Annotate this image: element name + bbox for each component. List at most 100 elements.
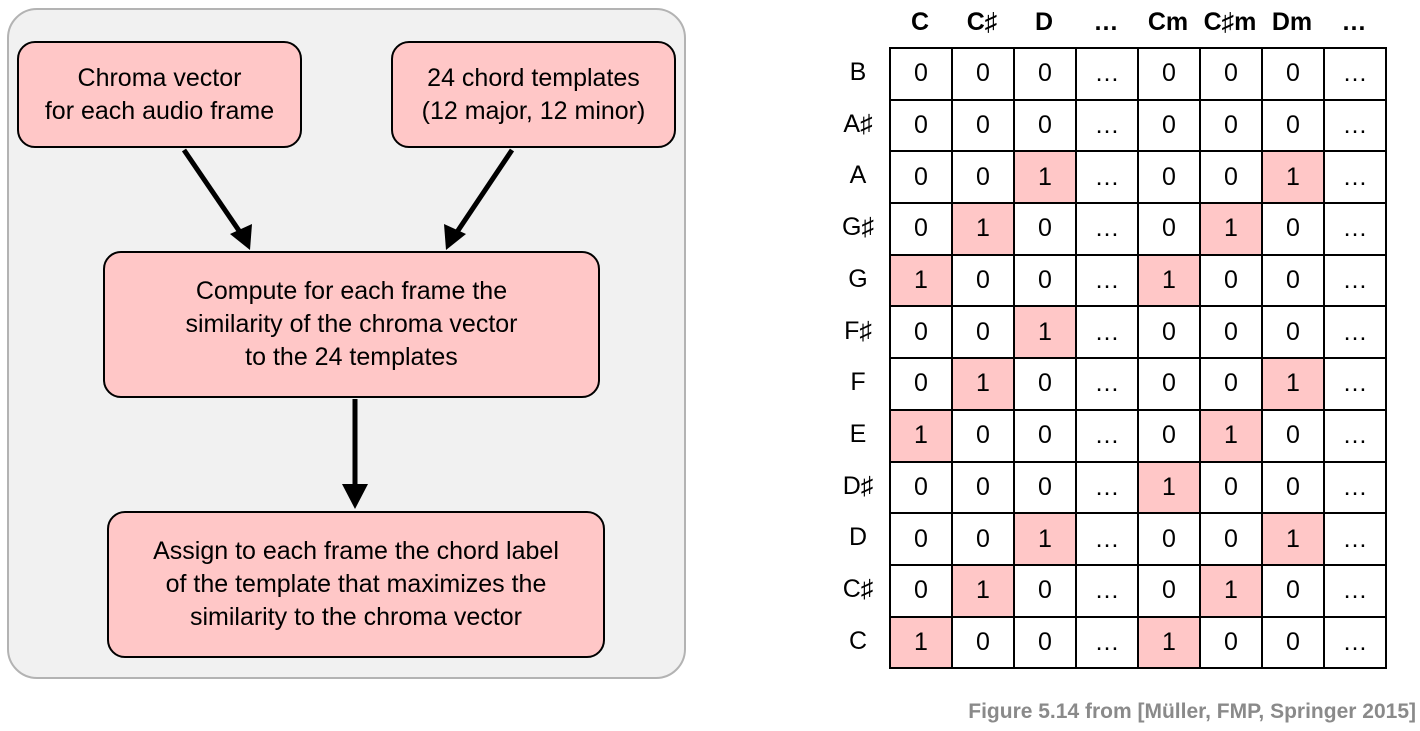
- table-cell: 0: [1013, 408, 1077, 463]
- compute-similarity-box: Compute for each frame the similarity of…: [103, 251, 600, 398]
- table-cell: 0: [1137, 202, 1201, 256]
- table-cell: 0: [889, 98, 953, 153]
- table-cell: 0: [1261, 98, 1325, 153]
- table-cell: 0: [889, 460, 953, 515]
- row-header: F: [850, 368, 866, 397]
- table-cell: …: [1075, 615, 1139, 670]
- table-cell: 0: [1261, 305, 1325, 360]
- column-header: C♯: [966, 8, 998, 36]
- arrow-head-2: [444, 224, 466, 250]
- arrow-head-3: [342, 484, 368, 509]
- table-cell: 0: [1199, 47, 1263, 101]
- table-cell: …: [1323, 98, 1387, 153]
- table-cell: 0: [1013, 563, 1077, 618]
- row-header: A: [849, 161, 867, 190]
- table-cell: 0: [889, 563, 953, 618]
- table-cell: 0: [1199, 615, 1263, 670]
- table-cell: …: [1323, 357, 1387, 411]
- table-cell: 1: [1261, 357, 1325, 411]
- table-cell: 0: [1261, 460, 1325, 515]
- table-cell: 0: [1261, 563, 1325, 618]
- row-header: D: [848, 523, 868, 552]
- table-cell: 1: [1137, 460, 1201, 515]
- table-cell: 0: [951, 512, 1015, 566]
- table-cell: …: [1323, 253, 1387, 308]
- table-cell: 0: [951, 460, 1015, 515]
- table-cell: …: [1075, 305, 1139, 360]
- table-cell: 0: [1137, 563, 1201, 618]
- table-cell: 0: [1199, 305, 1263, 360]
- row-header: B: [849, 58, 867, 86]
- arrow-templates-to-compute: [450, 148, 515, 240]
- arrow-chroma-to-compute: [181, 148, 247, 240]
- table-cell: 0: [1261, 253, 1325, 308]
- table-cell: 0: [951, 305, 1015, 360]
- table-cell: …: [1075, 150, 1139, 205]
- assign-label-box: Assign to each frame the chord label of …: [107, 511, 605, 658]
- column-header: Dm: [1271, 8, 1313, 36]
- table-cell: 0: [1013, 202, 1077, 256]
- figure-caption: Figure 5.14 from [Müller, FMP, Springer …: [968, 700, 1416, 723]
- table-cell: 1: [951, 202, 1015, 256]
- column-header: …: [1093, 8, 1119, 36]
- table-cell: …: [1075, 98, 1139, 153]
- table-cell: 0: [889, 202, 953, 256]
- table-cell: 0: [1013, 357, 1077, 411]
- column-header: D: [1034, 8, 1054, 36]
- table-cell: 0: [1137, 98, 1201, 153]
- table-cell: 0: [951, 98, 1015, 153]
- table-cell: 1: [889, 253, 953, 308]
- table-cell: 0: [1137, 305, 1201, 360]
- table-cell: 0: [1261, 47, 1325, 101]
- table-cell: 0: [1013, 615, 1077, 670]
- table-cell: 1: [1199, 408, 1263, 463]
- table-cell: 0: [951, 408, 1015, 463]
- table-cell: 0: [1137, 512, 1201, 566]
- table-cell: …: [1075, 512, 1139, 566]
- table-cell: 0: [1261, 408, 1325, 463]
- table-cell: 0: [1199, 150, 1263, 205]
- table-cell: 0: [1013, 47, 1077, 101]
- table-cell: 0: [1199, 98, 1263, 153]
- table-cell: 1: [1013, 305, 1077, 360]
- table-cell: 1: [889, 408, 953, 463]
- table-cell: …: [1075, 202, 1139, 256]
- table-cell: 0: [1137, 47, 1201, 101]
- row-header: C: [848, 626, 868, 655]
- table-cell: …: [1075, 563, 1139, 618]
- table-cell: 0: [951, 150, 1015, 205]
- table-cell: …: [1323, 408, 1387, 463]
- table-cell: 0: [951, 47, 1015, 101]
- table-cell: …: [1323, 150, 1387, 205]
- table-cell: 1: [951, 357, 1015, 411]
- column-header: C: [910, 8, 930, 36]
- row-header: G: [848, 264, 868, 293]
- table-cell: …: [1323, 47, 1387, 101]
- table-cell: …: [1075, 253, 1139, 308]
- table-cell: 0: [1261, 202, 1325, 256]
- table-cell: 1: [1199, 202, 1263, 256]
- table-cell: 0: [889, 357, 953, 411]
- table-cell: 1: [1137, 615, 1201, 670]
- row-header: D♯: [842, 471, 874, 500]
- table-cell: 0: [1013, 253, 1077, 308]
- table-cell: 0: [1261, 615, 1325, 670]
- row-header: G♯: [842, 213, 874, 242]
- table-cell: …: [1323, 460, 1387, 515]
- table-cell: …: [1323, 563, 1387, 618]
- table-cell: 0: [1199, 460, 1263, 515]
- table-cell: 1: [889, 615, 953, 670]
- table-cell: 0: [1199, 357, 1263, 411]
- table-cell: 0: [1013, 460, 1077, 515]
- table-cell: …: [1323, 512, 1387, 566]
- row-header: C♯: [842, 575, 874, 603]
- row-header: F♯: [844, 316, 872, 345]
- column-header: …: [1341, 8, 1367, 36]
- table-cell: 0: [1137, 408, 1201, 463]
